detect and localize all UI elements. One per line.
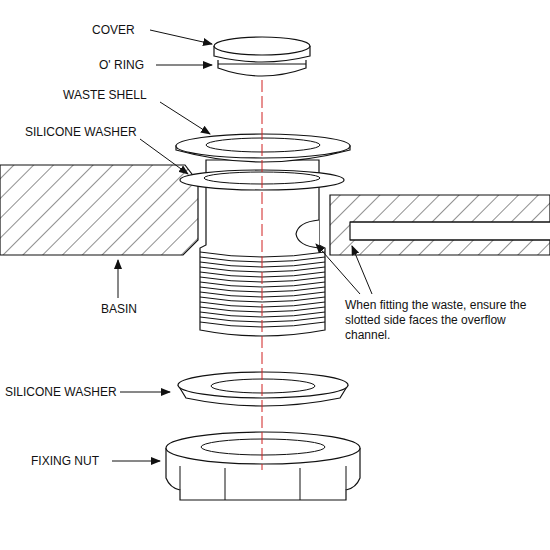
part-label: BASIN — [100, 302, 138, 316]
leader-lines — [112, 30, 372, 461]
part-label: SILICONE WASHER — [24, 125, 138, 139]
part-label: O' RING — [98, 58, 145, 72]
overflow-slot — [296, 220, 319, 248]
centre-line — [262, 80, 263, 470]
part-label: FIXING NUT — [30, 454, 100, 468]
basin-left — [0, 165, 198, 255]
part-label: SILICONE WASHER — [4, 385, 118, 399]
part-label: WASTE SHELL — [62, 88, 148, 102]
part-label: COVER — [91, 23, 136, 37]
overflow-channel — [351, 223, 550, 239]
basin-right — [330, 195, 550, 255]
fitting-note: When fitting the waste, ensure the slott… — [344, 298, 546, 343]
